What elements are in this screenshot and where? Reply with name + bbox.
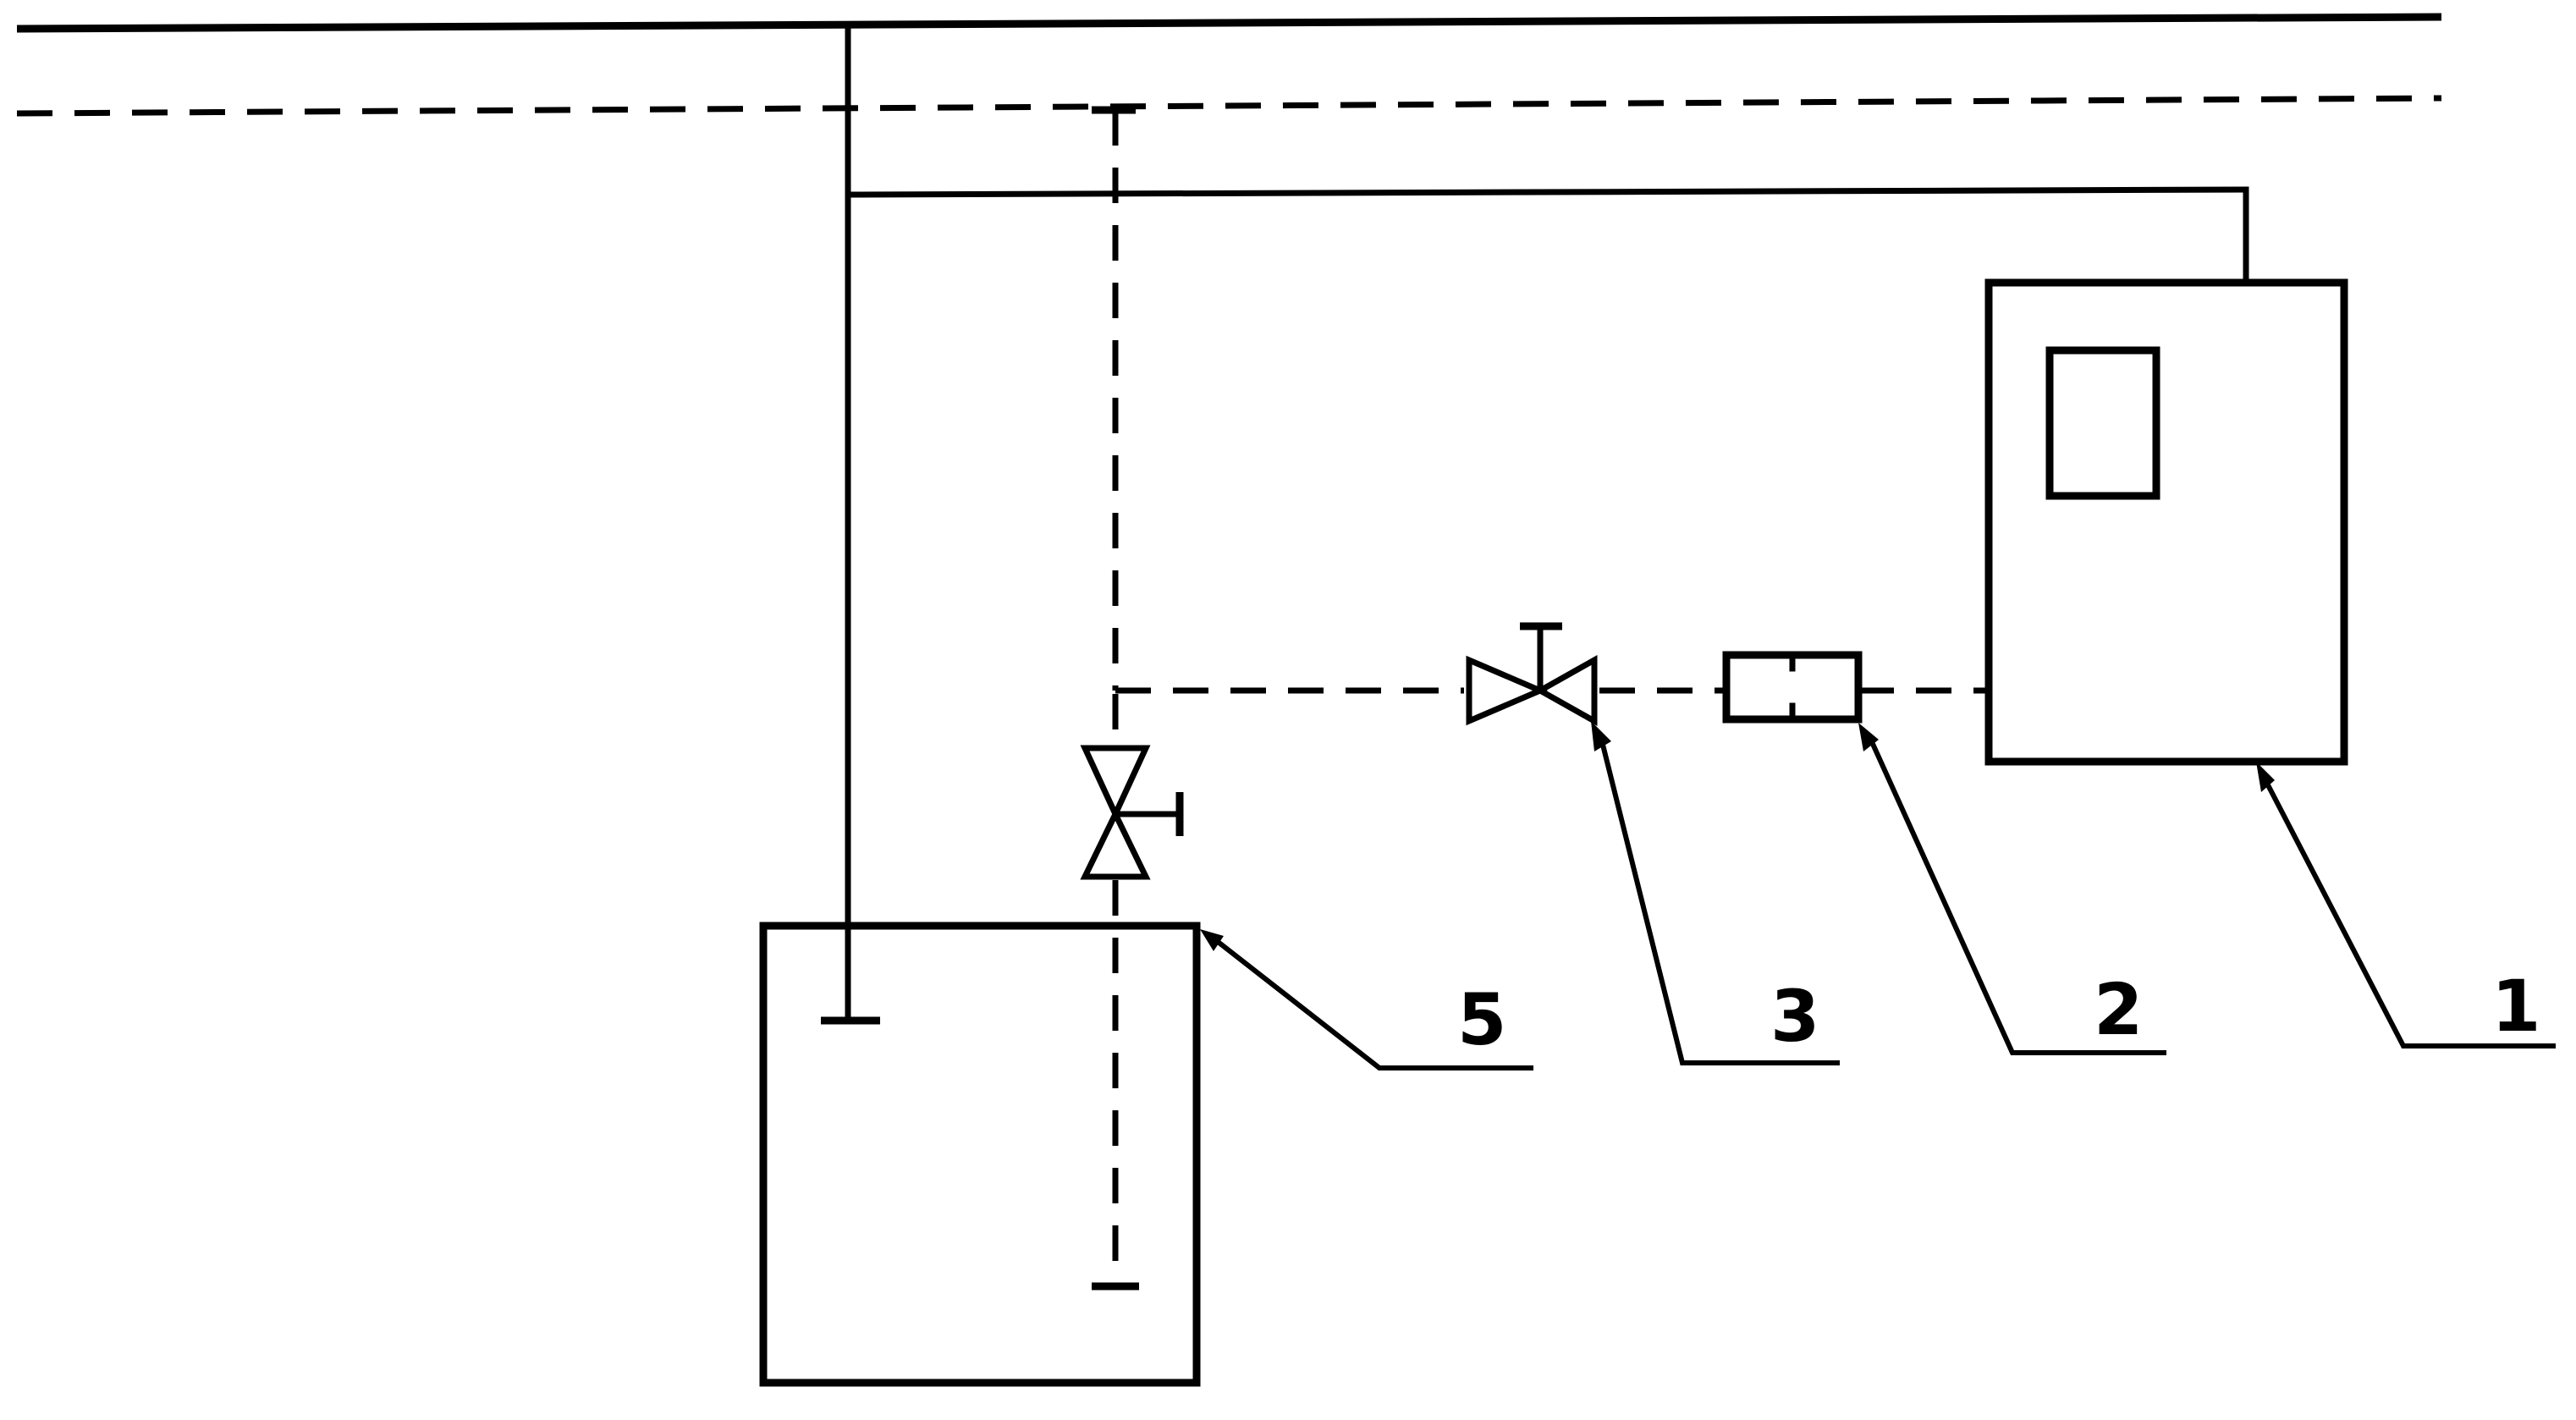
leader-3 — [1591, 721, 1840, 1065]
leader-1 — [2256, 762, 2556, 1048]
solid-branch-horizontal — [845, 186, 2249, 198]
callout-2: 2 — [2094, 968, 2143, 1051]
device-1-cabinet — [1984, 278, 2348, 766]
leader-5 — [1200, 929, 1533, 1071]
main-solid-line — [16, 13, 2442, 33]
main-dashed-line — [16, 95, 2442, 117]
valve-4 — [1080, 745, 1184, 880]
callout-3: 3 — [1770, 975, 1819, 1058]
callout-1: 1 — [2491, 965, 2540, 1048]
callout-5: 5 — [1457, 978, 1506, 1061]
tank-5 — [759, 922, 1201, 1387]
leader-2 — [1858, 723, 2166, 1055]
valve-3 — [1466, 622, 1598, 726]
component-2-fitting — [1722, 651, 1863, 724]
device-1-window — [2045, 346, 2160, 500]
